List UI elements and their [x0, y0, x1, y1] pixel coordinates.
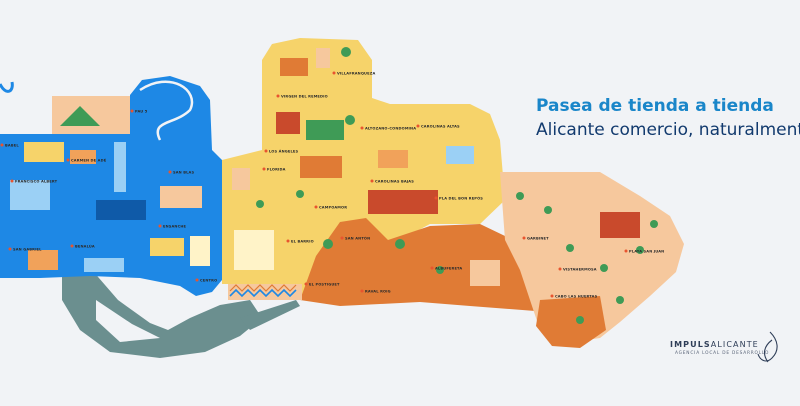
svg-text:FRANCISCO ALBERT: FRANCISCO ALBERT [15, 180, 58, 184]
label-virgen-remedio: VIRGEN DEL REMEDIO [276, 94, 328, 99]
buildings-sand-area [232, 48, 500, 286]
palm-trees [256, 47, 658, 324]
label-carmen-ae: CARMEN DE ADÉ [66, 158, 107, 163]
subline: Alicante comercio, naturalmente [536, 120, 800, 140]
label-san-blas: SAN BLAS [168, 170, 194, 175]
trees-top [60, 106, 100, 126]
svg-text:ENSANCHE: ENSANCHE [163, 225, 187, 229]
brand-tagline: AGENCIA LOCAL DE DESARROLLO [675, 351, 770, 356]
label-raval-roig: RAVAL ROIG [360, 289, 391, 294]
svg-text:SAN GABRIEL: SAN GABRIEL [13, 248, 42, 252]
label-albufereta: ALBUFERETA [430, 266, 462, 271]
svg-text:FLORIDA: FLORIDA [267, 168, 286, 172]
svg-text:GARBINET: GARBINET [527, 237, 549, 241]
pier [240, 300, 300, 330]
logo-mark-partial [0, 81, 14, 93]
svg-text:PLAYA SAN JUAN: PLAYA SAN JUAN [629, 250, 664, 254]
svg-text:CENTRO: CENTRO [200, 279, 217, 283]
label-campoamor: CAMPOAMOR [314, 205, 347, 210]
svg-text:SAN BLAS: SAN BLAS [173, 171, 194, 175]
label-altozano: ALTOZANO-CONDOMINA [360, 126, 416, 131]
building-cape [600, 212, 640, 238]
label-francisco-albert: FRANCISCO ALBERT [10, 179, 58, 184]
buildings-blue-area [10, 142, 210, 272]
label-villafranqueza: VILLAFRANQUEZA [332, 71, 375, 76]
label-ensanche: ENSANCHE [158, 224, 187, 229]
label-pau5: PAU 5 [130, 109, 148, 114]
svg-text:BABEL: BABEL [5, 144, 19, 148]
label-cabo-huertas: CABO LAS HUERTAS [550, 294, 598, 299]
svg-text:SAN ANTÓN: SAN ANTÓN [345, 236, 370, 241]
brand-part2: ALICANTE [710, 340, 759, 349]
svg-text:VISTAHERMOSA: VISTAHERMOSA [563, 268, 597, 272]
label-los-angeles: LOS ÁNGELES [264, 149, 298, 154]
beach-pattern [228, 284, 302, 300]
label-playa-san-juan: PLAYA SAN JUAN [624, 249, 664, 254]
svg-text:CARMEN DE ADÉ: CARMEN DE ADÉ [71, 158, 107, 163]
svg-text:EL POSTIGUET: EL POSTIGUET [309, 283, 340, 287]
harbour-channel [96, 300, 160, 342]
label-pla-bon-repos: PLA DEL BON REPÓS [434, 196, 483, 201]
label-garbinet: GARBINET [522, 236, 549, 241]
svg-text:CAROLINAS BAJAS: CAROLINAS BAJAS [375, 180, 414, 184]
svg-text:VILLAFRANQUEZA: VILLAFRANQUEZA [337, 72, 375, 76]
label-carolinas-bajas: CAROLINAS BAJAS [370, 179, 414, 184]
road-curve [139, 80, 194, 141]
label-florida: FLORIDA [262, 167, 286, 172]
district-sand [222, 38, 505, 300]
label-san-anton: SAN ANTÓN [340, 236, 370, 241]
district-peach-top [52, 96, 130, 134]
svg-text:RAVAL ROIG: RAVAL ROIG [365, 290, 391, 294]
label-centro: CENTRO [195, 278, 217, 283]
headline: Pasea de tienda a tienda [536, 96, 774, 116]
svg-text:CAROLINAS ALTAS: CAROLINAS ALTAS [421, 125, 460, 129]
svg-text:PLA DEL BON REPÓS: PLA DEL BON REPÓS [439, 196, 483, 201]
label-carolinas-altas: CAROLINAS ALTAS [416, 124, 460, 129]
label-vistahermosa: VISTAHERMOSA [558, 267, 597, 272]
label-el-barrio: EL BARRIO [286, 239, 314, 244]
svg-text:CAMPOAMOR: CAMPOAMOR [319, 206, 347, 210]
svg-text:PAU 5: PAU 5 [135, 110, 148, 114]
label-el-postiguet: EL POSTIGUET [304, 282, 340, 287]
svg-text:CABO LAS HUERTAS: CABO LAS HUERTAS [555, 295, 598, 299]
label-san-gabriel: SAN GABRIEL [8, 247, 42, 252]
svg-text:ALTOZANO-CONDOMINA: ALTOZANO-CONDOMINA [365, 127, 416, 131]
svg-text:VIRGEN DEL REMEDIO: VIRGEN DEL REMEDIO [281, 95, 328, 99]
svg-text:LOS ÁNGELES: LOS ÁNGELES [269, 149, 298, 154]
brand-logo-text: IMPULSALICANTE [670, 340, 759, 349]
label-benalua: BENALÚA [70, 244, 95, 249]
svg-text:ALBUFERETA: ALBUFERETA [435, 267, 462, 271]
label-babel: BABEL [0, 143, 19, 148]
svg-text:EL BARRIO: EL BARRIO [291, 240, 314, 244]
svg-text:BENALÚA: BENALÚA [75, 244, 95, 249]
impulsalicante-swirl-icon [757, 331, 778, 363]
district-orange [300, 218, 548, 312]
map-labels: PAU 5 VILLAFRANQUEZA VIRGEN DEL REMEDIO … [0, 71, 664, 299]
district-orange-cape [536, 296, 606, 348]
brand-part1: IMPULS [670, 340, 711, 349]
